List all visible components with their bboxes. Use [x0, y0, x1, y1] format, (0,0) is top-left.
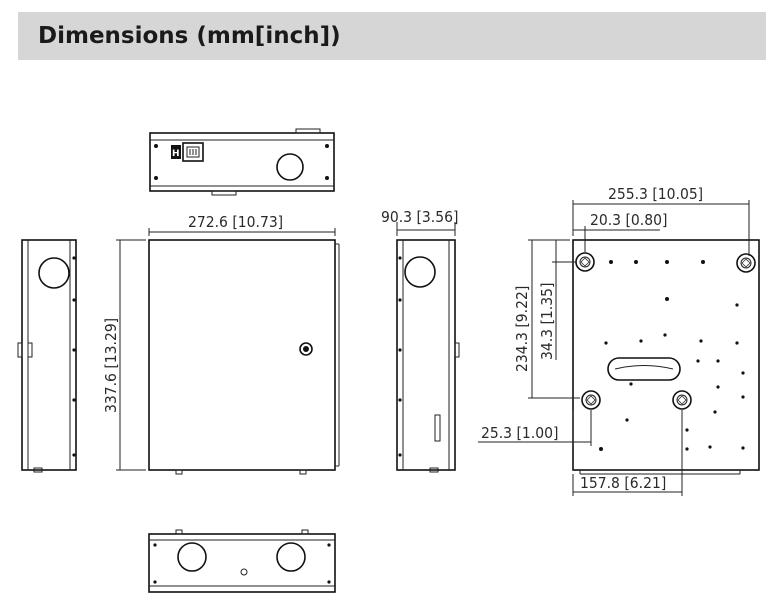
- switch-icon: [171, 145, 181, 159]
- top-knockout-hole: [276, 153, 304, 181]
- back-hole-offset-x-label: 20.3 [0.80]: [590, 211, 667, 229]
- section-title: Dimensions (mm[inch]): [38, 23, 341, 49]
- back-lower-span-label: 157.8 [6.21]: [580, 474, 666, 492]
- lock-icon: [299, 342, 313, 356]
- mount-hole-top-left: [575, 252, 595, 272]
- bottom-knockout-hole-left: [177, 542, 207, 572]
- bottom-view: [148, 529, 336, 593]
- right-knockout-hole: [404, 256, 436, 288]
- mount-hole-bottom-right: [672, 390, 692, 410]
- mount-hole-bottom-left: [581, 390, 601, 410]
- front-view: 272.6 [10.73] 337.6 [13.29]: [102, 213, 340, 475]
- mount-hole-top-right: [736, 253, 756, 273]
- back-lower-offset-label: 25.3 [1.00]: [481, 424, 558, 442]
- back-view: 255.3 [10.05] 20.3 [0.80] 234.3 [9.22] 3…: [478, 185, 760, 496]
- back-width-label: 255.3 [10.05]: [608, 185, 703, 203]
- left-side-view: [17, 239, 77, 473]
- cable-slot: [607, 357, 681, 381]
- bottom-knockout-hole-right: [276, 542, 306, 572]
- front-height-label: 337.6 [13.29]: [102, 318, 120, 413]
- svg-text:H: H: [172, 149, 180, 159]
- section-header: Dimensions (mm[inch]): [18, 12, 766, 60]
- right-side-view: 90.3 [3.56]: [381, 208, 460, 473]
- back-hole-offset-y-label: 34.3 [1.35]: [538, 283, 556, 360]
- back-height-label: 234.3 [9.22]: [513, 286, 531, 372]
- side-depth-label: 90.3 [3.56]: [381, 208, 458, 226]
- left-knockout-hole: [38, 257, 70, 289]
- power-socket-icon: [182, 142, 204, 162]
- top-view: H: [149, 128, 335, 196]
- front-width-label: 272.6 [10.73]: [188, 213, 283, 231]
